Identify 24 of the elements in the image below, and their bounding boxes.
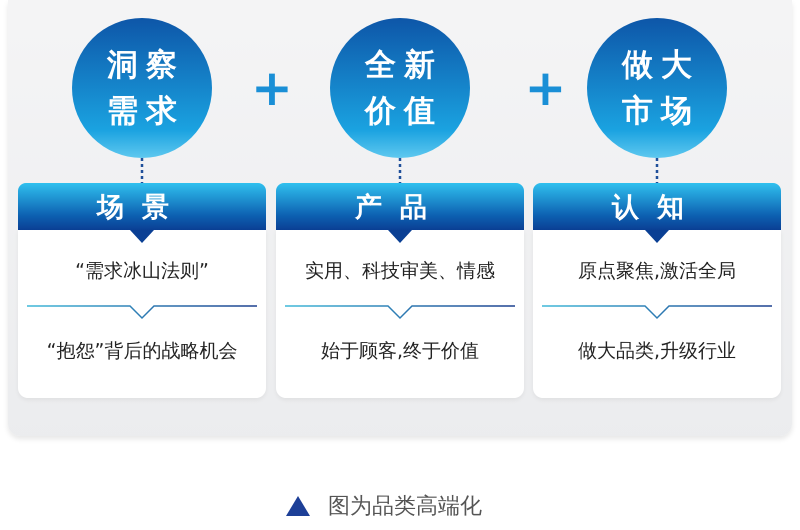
text-card — [18, 230, 266, 398]
circle-title: 做大市场 — [620, 46, 701, 131]
card-text: 始于顾客,终于价值 — [320, 339, 480, 364]
circle-title: 洞察需求 — [106, 46, 186, 131]
card-text: “抱怨”背后的战略机会 — [46, 339, 238, 364]
text-card — [276, 230, 524, 398]
card-text: 实用、科技审美、情感 — [304, 259, 496, 284]
card-text: “需求冰山法则” — [74, 259, 210, 284]
plus-sign: + — [251, 63, 293, 113]
text-card — [533, 230, 781, 398]
header-bar — [533, 183, 781, 230]
caption: 图为品类高端化 — [328, 493, 482, 521]
plus-sign: + — [524, 63, 566, 113]
circle-title: 全新价值 — [363, 46, 444, 131]
header-title: 认知 — [612, 190, 702, 224]
dotted-connector — [656, 158, 658, 183]
card-text: 做大品类,升级行业 — [576, 339, 738, 364]
dotted-connector — [398, 158, 402, 183]
header-title: 产品 — [355, 190, 445, 224]
header-bar — [18, 183, 266, 230]
header-bar — [276, 183, 524, 230]
dotted-connector — [140, 158, 144, 183]
header-title: 场景 — [97, 190, 187, 224]
card-text: 原点聚焦,激活全局 — [576, 259, 738, 284]
